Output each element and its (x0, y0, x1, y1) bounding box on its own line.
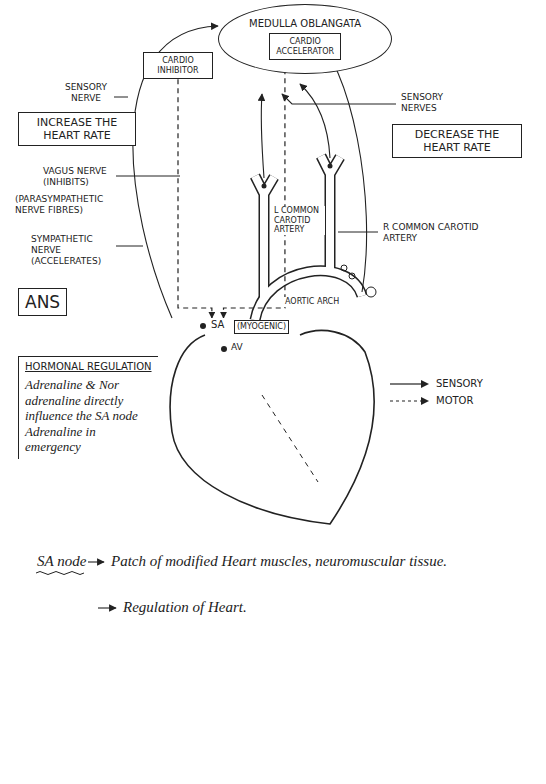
motor-nerve-connector (178, 79, 212, 318)
nerve-label: (PARASYMPATHETIC NERVE FIBRES) (14, 194, 126, 216)
system-box: ANS (18, 288, 67, 316)
baroreceptor (349, 273, 355, 279)
legend-text: MOTOR (436, 395, 473, 406)
legend-swatch (388, 379, 430, 389)
nerve-label: VAGUS NERVE (INHIBITS) (42, 166, 116, 188)
note-arrow (88, 561, 104, 562)
vessel-label: L COMMON CAROTID ARTERY (273, 206, 325, 235)
legend-arrowhead (421, 397, 429, 405)
brain-centre-ellipse: MEDULLA OBLANGATA CARDIO ACCELERATOR (218, 4, 392, 74)
vessel-label: AORTIC ARCH (284, 297, 340, 307)
node-text: CARDIO ACCELERATOR (276, 37, 334, 56)
vessel-cores (255, 156, 362, 320)
baroreceptor (366, 287, 376, 297)
node-label: AV (230, 342, 244, 353)
node-text: INCREASE THE HEART RATE (25, 116, 129, 142)
centre-box: CARDIO INHIBITOR (143, 52, 213, 79)
legend: SENSORY MOTOR (388, 378, 483, 412)
note-heading: HORMONAL REGULATION (25, 361, 152, 373)
note-text: Patch of modified Heart muscles, neuromu… (110, 552, 448, 570)
node-text: CARDIO INHIBITOR (150, 56, 206, 75)
nerve-label: SENSORY NERVES (400, 92, 480, 114)
nerve-label: SYMPATHETIC NERVE (ACCELERATES) (30, 234, 116, 266)
septum-line (262, 395, 318, 482)
effect-box: DECREASE THE HEART RATE (392, 124, 522, 158)
leader-line (338, 232, 378, 233)
note-body: Adrenaline & Nor adrenaline directly inf… (25, 377, 152, 455)
legend-line (390, 383, 422, 384)
aortic-arch-tube (255, 271, 362, 320)
legend-text: SENSORY (436, 378, 483, 389)
sensory-nerve-line (300, 84, 330, 158)
node-label: SA (208, 318, 227, 332)
legend-arrowhead (421, 380, 429, 388)
heart-outline (170, 331, 374, 524)
note-box: HORMONAL REGULATION Adrenaline & Nor adre… (18, 356, 158, 459)
legend-line (390, 400, 422, 401)
legend-row: SENSORY (388, 378, 483, 389)
note-term: SA node (36, 552, 87, 570)
sensory-nerve-line (282, 94, 396, 104)
note-text: Regulation of Heart. (122, 598, 248, 616)
left-carotid-core (255, 176, 274, 298)
sensory-nerve-line (312, 36, 367, 292)
baroreceptor (341, 265, 347, 271)
leader-line (116, 246, 143, 247)
wavy-underline (36, 572, 84, 575)
vessel-label: R COMMON CAROTID ARTERY (382, 222, 494, 244)
left-carotid-tube (255, 176, 274, 298)
carotid-sinus (328, 164, 333, 169)
vessels (255, 156, 362, 320)
legend-swatch (388, 396, 430, 406)
note-arrow (98, 607, 116, 608)
sa-dot (200, 323, 206, 329)
node-text: DECREASE THE HEART RATE (399, 128, 515, 154)
node-text: MEDULLA OBLANGATA (249, 18, 361, 30)
aortic-arch-core (255, 271, 362, 320)
tissue-label: (MYOGENIC) (234, 320, 289, 334)
av-dot (221, 346, 227, 352)
nerve-label: SENSORY NERVE (58, 82, 114, 104)
motor-nerve-connector (224, 60, 285, 318)
node-text: SA (211, 319, 224, 331)
leader-line (114, 176, 180, 177)
sensory-nerve-line (261, 94, 264, 178)
centre-box: CARDIO ACCELERATOR (269, 33, 341, 60)
leader-lines (110, 97, 378, 246)
carotid-sinus (262, 184, 267, 189)
effect-box: INCREASE THE HEART RATE (18, 112, 136, 146)
node-text: ANS (25, 292, 60, 312)
legend-row: MOTOR (388, 395, 483, 406)
sensory-nerve-line (133, 26, 218, 318)
